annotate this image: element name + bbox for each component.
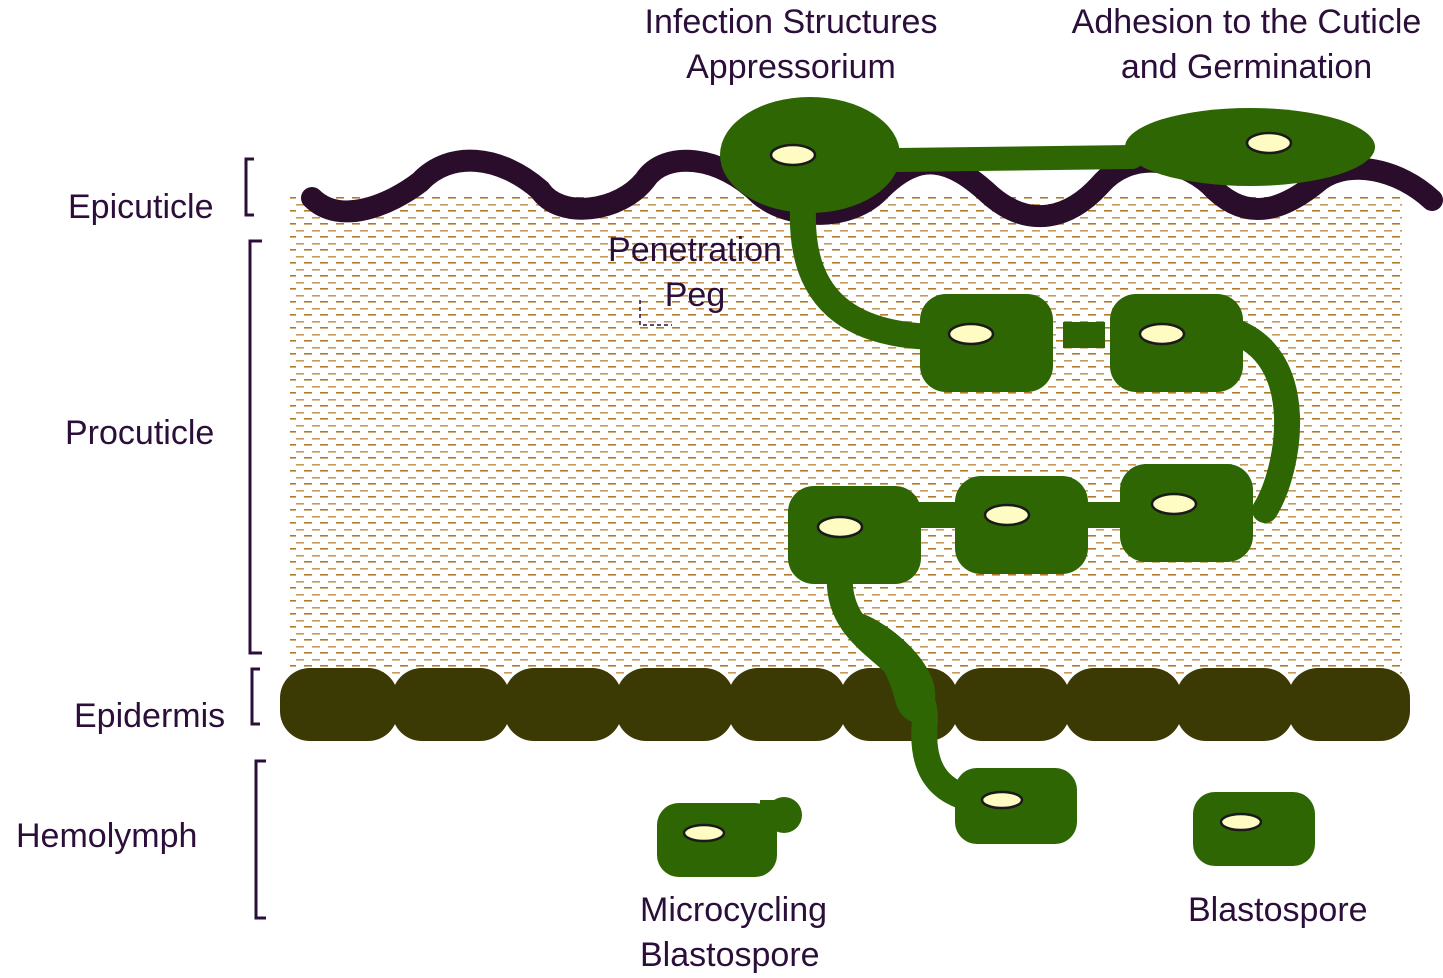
epidermis-cell — [952, 668, 1070, 741]
microcycling-line-1: Microcycling — [640, 888, 827, 933]
procuticle-bracket — [250, 241, 262, 653]
epidermis-cell — [280, 668, 398, 741]
epidermis-layer — [280, 668, 1410, 741]
penetration-line-2: Peg — [590, 273, 800, 318]
adhesion-line-2: and Germination — [1050, 45, 1443, 90]
infection-line-2: Appressorium — [611, 45, 971, 90]
epidermis-bracket — [252, 669, 260, 724]
microcycling-blastospore-label: Microcycling Blastospore — [640, 888, 827, 978]
procuticle-label: Procuticle — [65, 411, 214, 456]
nucleus — [1247, 133, 1291, 153]
epicuticle-label: Epicuticle — [68, 185, 214, 230]
infection-structures-label: Infection Structures Appressorium — [611, 0, 971, 90]
layer-brackets — [246, 159, 266, 918]
nucleus — [1152, 494, 1196, 514]
penetration-line-1: Penetration — [590, 228, 800, 273]
epidermis-cell — [1288, 668, 1410, 741]
hyphal-body — [955, 476, 1088, 574]
hemolymph-bracket — [256, 761, 266, 918]
epidermis-cell — [1176, 668, 1294, 741]
hyphal-body — [920, 294, 1053, 392]
hemolymph-label: Hemolymph — [16, 814, 197, 859]
nucleus — [771, 145, 815, 165]
infection-line-1: Infection Structures — [611, 0, 971, 45]
hyphal-body — [1110, 294, 1243, 392]
epidermis-cell — [504, 668, 622, 741]
nucleus — [684, 825, 724, 841]
nucleus — [1221, 814, 1261, 830]
epicuticle-bracket — [246, 159, 254, 215]
adhesion-label: Adhesion to the Cuticle and Germination — [1050, 0, 1443, 90]
nucleus — [818, 517, 862, 537]
nucleus — [985, 505, 1029, 525]
nucleus — [949, 324, 993, 344]
epidermis-cell — [728, 668, 846, 741]
nucleus — [1140, 324, 1184, 344]
epidermis-cell — [1064, 668, 1182, 741]
nucleus — [982, 792, 1022, 808]
microcycling-line-2: Blastospore — [640, 933, 827, 978]
epidermis-cell — [616, 668, 734, 741]
germ-tube-hypha — [898, 157, 1132, 160]
epidermis-label: Epidermis — [74, 694, 225, 739]
adhesion-line-1: Adhesion to the Cuticle — [1050, 0, 1443, 45]
penetration-peg-label: Penetration Peg — [590, 228, 800, 318]
epidermis-cell — [392, 668, 510, 741]
blastospore-label: Blastospore — [1188, 888, 1368, 933]
